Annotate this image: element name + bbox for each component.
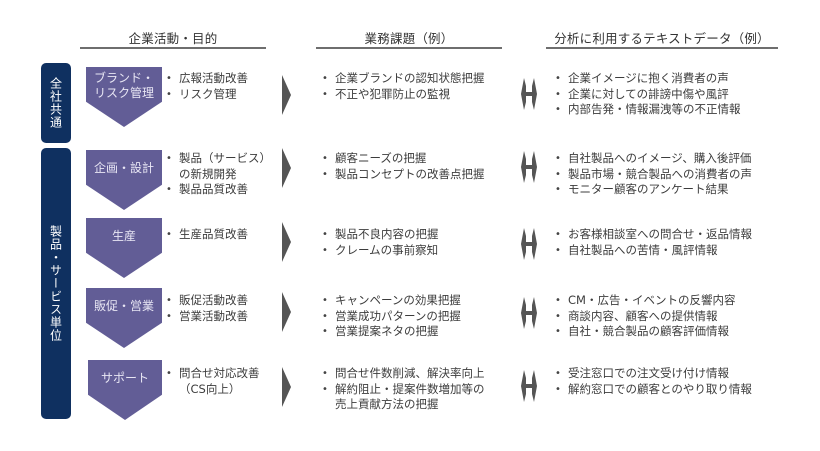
list-item: 営業活動改善 <box>164 309 248 325</box>
column-header-activity-label: 企業活動・目的 <box>128 31 218 46</box>
text-data-list: 企業イメージに抱く消費者の声 企業に対しての誹謗中傷や風評 内部告発・情報漏洩等… <box>553 71 741 118</box>
list-item: キャンペーンの効果把握 <box>320 293 461 309</box>
list-item: クレームの事前察知 <box>320 243 439 259</box>
list-item: モニター顧客のアンケート結果 <box>553 182 752 198</box>
column-header-text-data-label: 分析に利用するテキストデータ（例） <box>554 31 770 46</box>
list-item: 不正や犯罪防止の監視 <box>320 87 485 103</box>
header-underline <box>316 47 502 49</box>
list-item: CM・広告・イベントの反響内容 <box>553 293 735 309</box>
category-pentagon: ブランド・ リスク管理 <box>86 67 162 127</box>
double-arrow-vertical-icon <box>521 370 537 402</box>
activity-list: 生産品質改善 <box>164 227 248 243</box>
column-header-issues-label: 業務課題（例） <box>364 31 454 46</box>
list-item: お客様相談室への問合せ・返品情報 <box>553 227 752 243</box>
column-header-activity: 企業活動・目的 <box>80 28 266 49</box>
activity-list: 問合せ対応改善 （CS向上） <box>164 366 260 397</box>
chevron-right-icon <box>282 222 291 262</box>
activity-list: 広報活動改善 リスク管理 <box>164 71 248 102</box>
chevron-right-icon <box>282 148 291 188</box>
double-arrow-vertical-icon <box>521 297 537 329</box>
issue-list: 製品不良内容の把握 クレームの事前察知 <box>320 227 439 258</box>
list-item: 広報活動改善 <box>164 71 248 87</box>
list-item: 商談内容、顧客への提供情報 <box>553 309 735 325</box>
banner-company-wide-label: 全社共通 <box>48 77 63 129</box>
double-arrow-vertical-icon <box>521 151 537 183</box>
category-label: 販促・営業 <box>93 298 154 313</box>
chevron-right-icon <box>282 75 291 115</box>
category-label: ブランド・ リスク管理 <box>93 71 154 100</box>
category-pentagon: 企画・設計 <box>86 150 162 210</box>
header-underline <box>80 47 266 49</box>
activity-list: 製品（サービス） の新規開発 製品品質改善 <box>164 151 271 198</box>
banner-company-wide: 全社共通 <box>41 63 71 143</box>
chevron-right-icon <box>282 292 291 332</box>
text-data-list: CM・広告・イベントの反響内容 商談内容、顧客への提供情報 自社・競合製品の顧客… <box>553 293 735 340</box>
double-arrow-vertical-icon <box>521 78 537 110</box>
list-item: 製品品質改善 <box>164 182 271 198</box>
activity-list: 販促活動改善 営業活動改善 <box>164 293 248 324</box>
list-item: 製品市場・競合製品への消費者の声 <box>553 167 752 183</box>
list-item: 自社製品への苦情・風評情報 <box>553 243 752 259</box>
category-label: 生産 <box>111 228 136 243</box>
chevron-right-icon <box>282 367 291 407</box>
text-data-list: 受注窓口での注文受け付け情報 解約窓口での顧客とのやり取り情報 <box>553 366 752 397</box>
column-header-issues: 業務課題（例） <box>316 28 502 49</box>
category-pentagon: サポート <box>88 360 162 420</box>
list-item: 自社・競合製品の顧客評価情報 <box>553 324 735 340</box>
list-item: リスク管理 <box>164 87 248 103</box>
header-underline <box>546 47 778 49</box>
banner-product-service-label: 製品・サービス単位 <box>48 225 63 342</box>
list-item: 問合せ対応改善 （CS向上） <box>164 366 260 397</box>
category-pentagon: 生産 <box>86 218 162 278</box>
category-label: 企画・設計 <box>93 160 154 175</box>
list-item: 顧客ニーズの把握 <box>320 151 485 167</box>
list-item: 企業イメージに抱く消費者の声 <box>553 71 741 87</box>
text-data-list: お客様相談室への問合せ・返品情報 自社製品への苦情・風評情報 <box>553 227 752 258</box>
list-item: 受注窓口での注文受け付け情報 <box>553 366 752 382</box>
list-item: 製品コンセプトの改善点把握 <box>320 167 485 183</box>
list-item: 製品（サービス） の新規開発 <box>164 151 271 182</box>
list-item: 販促活動改善 <box>164 293 248 309</box>
list-item: 営業提案ネタの把握 <box>320 324 461 340</box>
list-item: 企業ブランドの認知状態把握 <box>320 71 485 87</box>
list-item: 営業成功パターンの把握 <box>320 309 461 325</box>
list-item: 問合せ件数削減、解決率向上 <box>320 366 485 382</box>
list-item: 生産品質改善 <box>164 227 248 243</box>
issue-list: 顧客ニーズの把握 製品コンセプトの改善点把握 <box>320 151 485 182</box>
issue-list: 問合せ件数削減、解決率向上 解約阻止・提案件数増加等の 売上貢献方法の把握 <box>320 366 485 413</box>
column-header-text-data: 分析に利用するテキストデータ（例） <box>546 28 778 49</box>
list-item: 解約阻止・提案件数増加等の 売上貢献方法の把握 <box>320 382 485 413</box>
list-item: 自社製品へのイメージ、購入後評価 <box>553 151 752 167</box>
list-item: 内部告発・情報漏洩等の不正情報 <box>553 102 741 118</box>
list-item: 製品不良内容の把握 <box>320 227 439 243</box>
category-label: サポート <box>100 370 149 385</box>
list-item: 企業に対しての誹謗中傷や風評 <box>553 87 741 103</box>
list-item: 解約窓口での顧客とのやり取り情報 <box>553 382 752 398</box>
text-data-list: 自社製品へのイメージ、購入後評価 製品市場・競合製品への消費者の声 モニター顧客… <box>553 151 752 198</box>
issue-list: キャンペーンの効果把握 営業成功パターンの把握 営業提案ネタの把握 <box>320 293 461 340</box>
issue-list: 企業ブランドの認知状態把握 不正や犯罪防止の監視 <box>320 71 485 102</box>
banner-product-service: 製品・サービス単位 <box>41 148 71 419</box>
category-pentagon: 販促・営業 <box>86 288 162 348</box>
double-arrow-vertical-icon <box>521 228 537 260</box>
